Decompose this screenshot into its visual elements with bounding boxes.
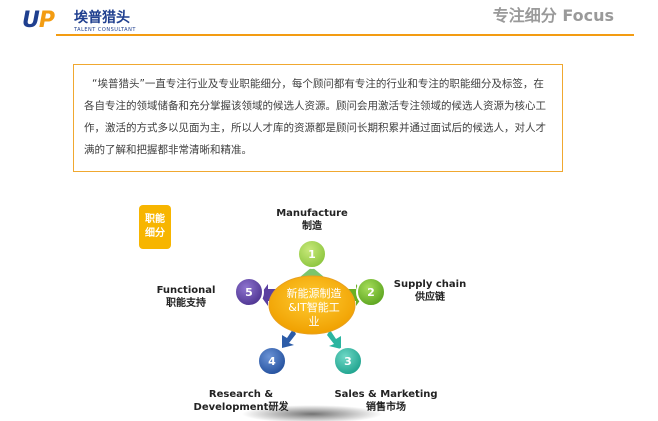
center-label-line-3: 业 xyxy=(308,315,320,328)
node-4-label: Research & Development研发 xyxy=(186,388,296,414)
node-1-label-en: Manufacture xyxy=(276,208,348,219)
header-divider xyxy=(56,34,634,36)
arrow-to-node-4 xyxy=(282,329,296,348)
node-4-number: 4 xyxy=(268,355,276,368)
node-4-label-en: Research & xyxy=(208,389,274,400)
node-5-label-cn: 职能支持 xyxy=(166,298,206,309)
logo-mark: UP xyxy=(22,8,55,33)
badge-line-2: 细分 xyxy=(145,228,165,239)
center-label-line-1: 新能源制造 xyxy=(286,287,342,300)
arrow-to-node-3 xyxy=(327,330,341,349)
logo-english-name: TALENT CONSULTANT xyxy=(74,27,136,33)
node-5-label-en: Functional xyxy=(156,285,216,296)
node-4-label-cn: Development研发 xyxy=(193,402,289,413)
node-2-label: Supply chain 供应链 xyxy=(380,278,480,304)
node-5-label: Functional 职能支持 xyxy=(148,284,224,310)
node-2-label-cn: 供应链 xyxy=(415,292,445,303)
center-core-label: 新能源制造 &IT智能工 业 xyxy=(272,287,356,329)
node-2-circle xyxy=(356,277,386,307)
page-title: 专注细分 Focus xyxy=(492,6,614,25)
center-label-line-2: &IT智能工 xyxy=(288,301,340,314)
node-3-label-en: Sales & Marketing xyxy=(334,389,438,400)
description-box: “埃普猎头”一直专注行业及专业职能细分，每个顾问都有专注的行业和专注的职能细分及… xyxy=(73,64,563,172)
node-2-label-en: Supply chain xyxy=(393,279,467,290)
node-4-circle xyxy=(257,346,287,376)
node-1-label: Manufacture 制造 xyxy=(262,207,362,233)
node-3-label: Sales & Marketing 销售市场 xyxy=(326,388,446,414)
node-3-label-cn: 销售市场 xyxy=(366,402,406,413)
node-3-number: 3 xyxy=(344,355,352,368)
function-segmentation-badge: 职能 细分 xyxy=(139,205,171,249)
node-5-number: 5 xyxy=(245,286,253,299)
node-1-circle xyxy=(297,239,327,269)
node-1-label-cn: 制造 xyxy=(302,221,322,232)
floor-shadow xyxy=(242,405,382,421)
node-2-number: 2 xyxy=(367,286,375,299)
center-core-ellipse xyxy=(268,275,356,335)
badge-line-1: 职能 xyxy=(145,214,165,225)
node-1-number: 1 xyxy=(308,248,316,261)
node-3-circle xyxy=(333,346,363,376)
logo-chinese-name: 埃普猎头 xyxy=(74,10,130,26)
node-5-circle xyxy=(234,277,264,307)
